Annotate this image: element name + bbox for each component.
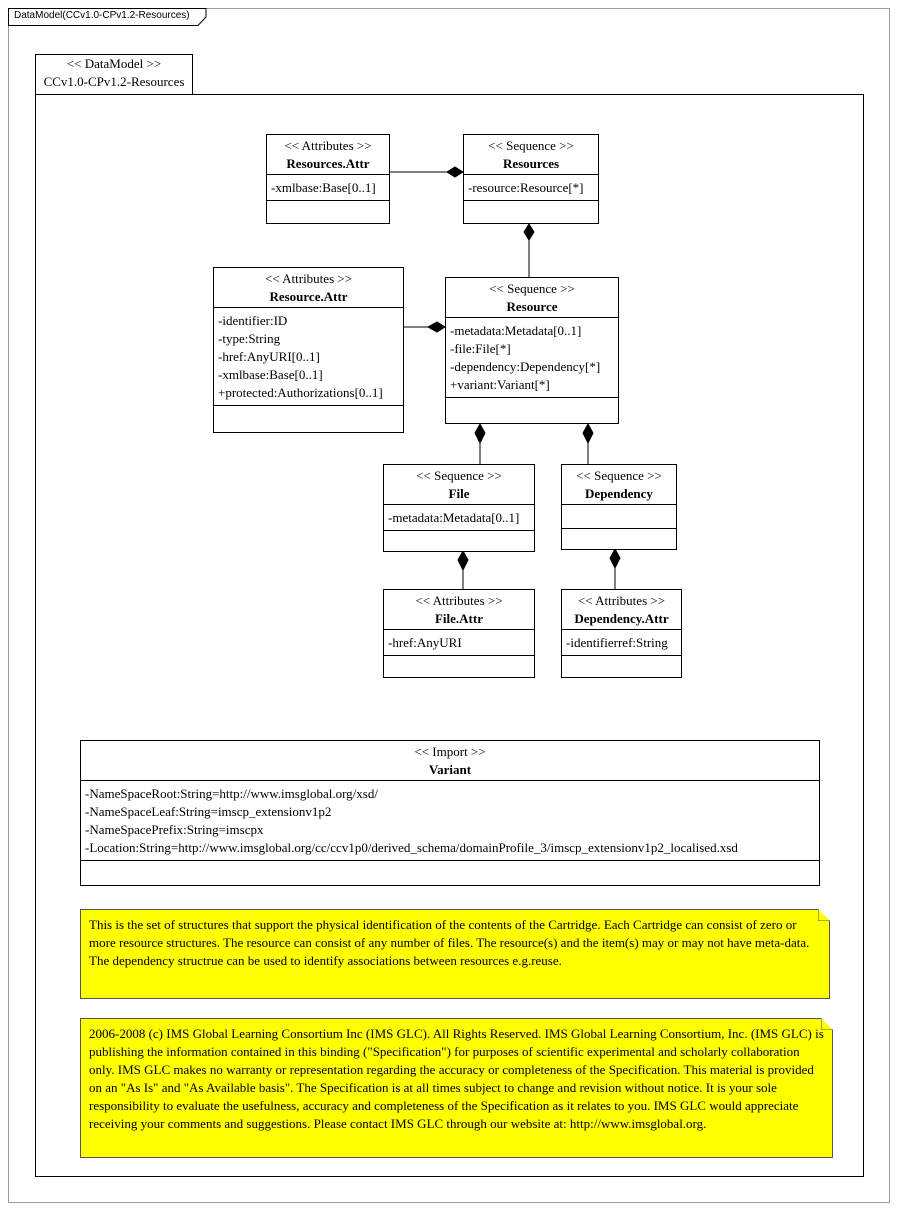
package-body (35, 94, 864, 1177)
class-operations (384, 531, 534, 551)
class-header: << Sequence >> File (384, 465, 534, 505)
class-stereotype: << Attributes >> (577, 593, 666, 608)
class-stereotype: << Sequence >> (488, 138, 574, 153)
diagram-frame (8, 8, 890, 1203)
class-operations (384, 656, 534, 676)
class-operations (446, 398, 618, 418)
composition-diamond-icon (426, 321, 446, 333)
class-dependency[interactable]: << Sequence >> Dependency (561, 464, 677, 550)
class-stereotype: << Attributes >> (264, 271, 353, 286)
class-operations (562, 656, 681, 676)
class-attributes: -identifier:ID -type:String -href:AnyURI… (214, 308, 403, 406)
class-stereotype: << Attributes >> (284, 138, 372, 153)
class-header: << Attributes >> Resources.Attr (267, 135, 389, 175)
note-text: This is the set of structures that suppo… (89, 917, 810, 968)
class-stereotype: << Sequence >> (416, 468, 502, 483)
package-stereotype: << DataModel >> (66, 56, 162, 71)
class-header: << Sequence >> Dependency (562, 465, 676, 505)
class-name: File.Attr (434, 611, 483, 626)
note-copyright[interactable]: 2006-2008 (c) IMS Global Learning Consor… (80, 1018, 833, 1158)
class-file-attr[interactable]: << Attributes >> File.Attr -href:AnyURI (383, 589, 535, 678)
note-description[interactable]: This is the set of structures that suppo… (80, 909, 830, 999)
class-header: << Attributes >> File.Attr (384, 590, 534, 630)
attribute: -NameSpaceRoot:String=http://www.imsglob… (85, 786, 378, 801)
class-operations (214, 406, 403, 426)
frame-title: DataModel(CCv1.0-CPv1.2-Resources) (14, 10, 190, 21)
class-header: << Sequence >> Resources (464, 135, 598, 175)
class-name: Resources.Attr (286, 156, 370, 171)
class-stereotype: << Sequence >> (489, 281, 575, 296)
attribute: -type:String (218, 331, 281, 346)
class-name: Dependency.Attr (574, 611, 669, 626)
attribute: +variant:Variant[*] (450, 377, 550, 392)
class-name: Resources (502, 156, 560, 171)
class-header: << Attributes >> Resource.Attr (214, 268, 403, 308)
attribute: -Location:String=http://www.imsglobal.or… (85, 840, 738, 855)
class-attributes (562, 505, 676, 529)
class-operations (81, 861, 819, 881)
attribute: -xmlbase:Base[0..1] (218, 367, 323, 382)
class-attributes: -NameSpaceRoot:String=http://www.imsglob… (81, 781, 819, 861)
attribute: -file:File[*] (450, 341, 511, 356)
class-operations (562, 529, 676, 549)
class-attributes: -xmlbase:Base[0..1] (267, 175, 389, 201)
attribute: -href:AnyURI (388, 635, 462, 650)
attribute: -NameSpacePrefix:String=imscpx (85, 822, 264, 837)
attribute: -metadata:Metadata[0..1] (388, 510, 520, 525)
class-resources[interactable]: << Sequence >> Resources -resource:Resou… (463, 134, 599, 224)
class-file[interactable]: << Sequence >> File -metadata:Metadata[0… (383, 464, 535, 552)
class-header: << Attributes >> Dependency.Attr (562, 590, 681, 630)
attribute: -resource:Resource[*] (468, 180, 584, 195)
class-resources-attr[interactable]: << Attributes >> Resources.Attr -xmlbase… (266, 134, 390, 224)
class-attributes: -metadata:Metadata[0..1] (384, 505, 534, 531)
class-attributes: -href:AnyURI (384, 630, 534, 656)
package-tab[interactable]: << DataModel >> CCv1.0-CPv1.2-Resources (35, 54, 193, 95)
class-attributes: -resource:Resource[*] (464, 175, 598, 201)
class-resource-attr[interactable]: << Attributes >> Resource.Attr -identifi… (213, 267, 404, 433)
composition-diamond-icon (523, 223, 535, 241)
class-stereotype: << Attributes >> (415, 593, 503, 608)
composition-diamond-icon (474, 422, 486, 445)
composition-diamond-icon (609, 547, 621, 570)
class-operations (267, 201, 389, 221)
class-name: File (448, 486, 470, 501)
attribute: -identifier:ID (218, 313, 288, 328)
class-name: Variant (428, 762, 472, 777)
composition-diamond-icon (457, 549, 469, 572)
class-dependency-attr[interactable]: << Attributes >> Dependency.Attr -identi… (561, 589, 682, 678)
composition-diamond-icon (446, 166, 464, 178)
class-attributes: -identifierref:String (562, 630, 681, 656)
attribute: -metadata:Metadata[0..1] (450, 323, 582, 338)
attribute: +protected:Authorizations[0..1] (218, 385, 383, 400)
attribute: -dependency:Dependency[*] (450, 359, 601, 374)
attribute: -xmlbase:Base[0..1] (271, 180, 376, 195)
note-text: 2006-2008 (c) IMS Global Learning Consor… (89, 1026, 824, 1131)
class-name: Dependency (585, 486, 653, 501)
composition-diamond-icon (582, 422, 594, 445)
class-stereotype: << Import >> (414, 744, 486, 759)
frame-tab-shape (8, 8, 207, 26)
class-name: Resource.Attr (269, 289, 348, 304)
note-fold-icon (818, 909, 830, 921)
class-resource[interactable]: << Sequence >> Resource -metadata:Metada… (445, 277, 619, 424)
class-header: << Sequence >> Resource (446, 278, 618, 318)
class-variant[interactable]: << Import >> Variant -NameSpaceRoot:Stri… (80, 740, 820, 886)
class-attributes: -metadata:Metadata[0..1] -file:File[*] -… (446, 318, 618, 398)
note-fold-icon (821, 1018, 833, 1030)
attribute: -NameSpaceLeaf:String=imscp_extensionv1p… (85, 804, 332, 819)
class-header: << Import >> Variant (81, 741, 819, 781)
class-operations (464, 201, 598, 221)
attribute: -identifierref:String (566, 635, 668, 650)
package-name: CCv1.0-CPv1.2-Resources (43, 74, 185, 89)
class-stereotype: << Sequence >> (576, 468, 662, 483)
attribute: -href:AnyURI[0..1] (218, 349, 320, 364)
class-name: Resource (506, 299, 558, 314)
